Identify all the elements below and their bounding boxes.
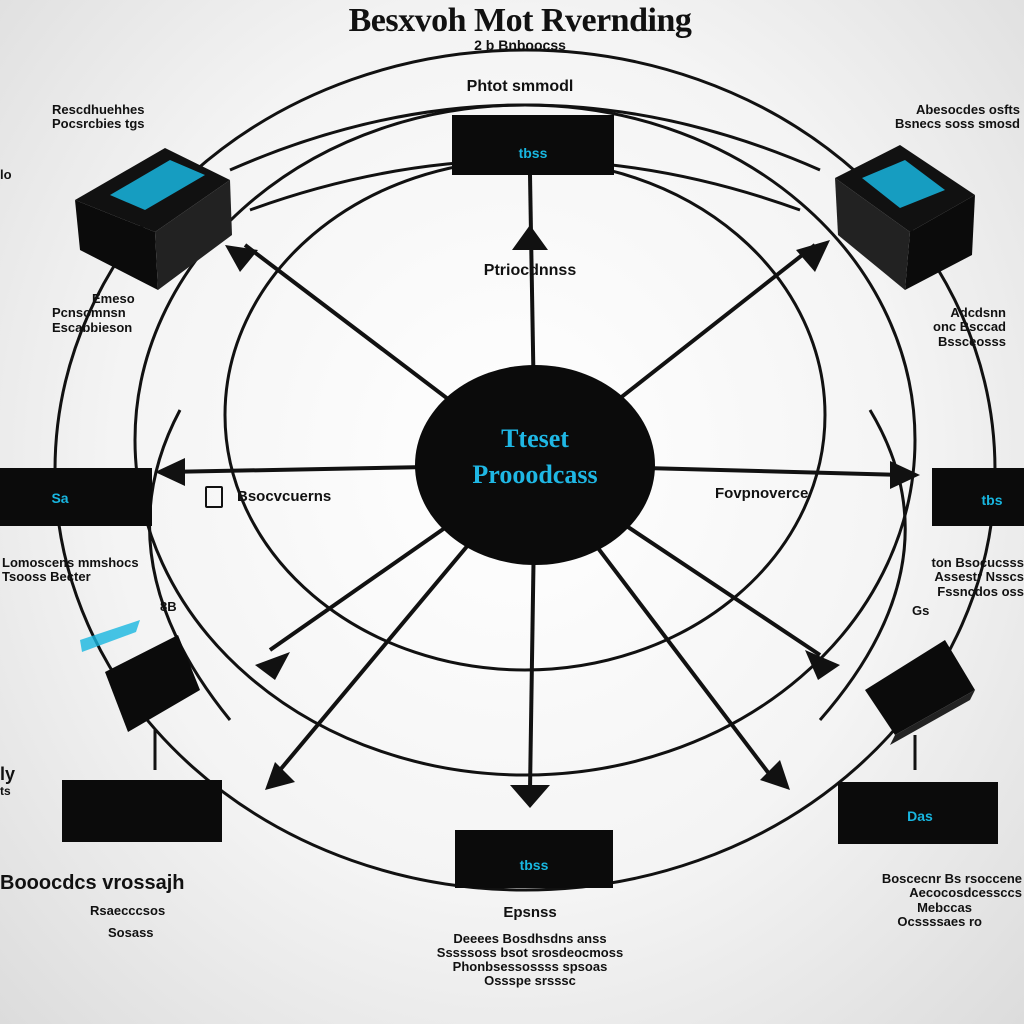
right-arc: [818, 409, 907, 721]
arrowhead-top-left: [225, 245, 258, 272]
arrowhead-bottom: [510, 785, 550, 808]
label-top-left: Rescdhuehhes Pocsrcbies tgs: [52, 102, 145, 132]
left-screen-box: [0, 468, 152, 526]
label-bottom-left-line-2: Rsaecccsos: [90, 903, 166, 918]
top-right-device: [835, 145, 975, 290]
diagram-title: Besxvoh Mot Rvernding: [348, 2, 692, 39]
arrowhead-lower-left: [255, 652, 290, 680]
arrowhead-lower-right: [805, 650, 840, 680]
hub-subtitle: Prooodcass: [472, 460, 598, 489]
subtitle-line-1: 2 b Bnboocss: [474, 37, 566, 53]
arrowhead-right: [890, 461, 920, 489]
label-bottom-left-line-3: Sosass: [108, 925, 154, 940]
label-upper-left: Emeso Pcnsomnsn Escabbieson: [52, 291, 135, 335]
label-left-small: 8B: [160, 599, 177, 614]
lower-left-laptop: [80, 620, 200, 770]
bottom-right-screen-text: Das: [907, 808, 933, 824]
label-bottom-right: Boscecnr Bs rsoccene Aecocosdcessccs Meb…: [881, 871, 1022, 929]
lower-right-laptop: [865, 640, 975, 770]
label-mid-right-small: Gs: [912, 603, 930, 618]
left-arrow-caption: Bsocvcuerns: [205, 486, 331, 508]
label-mid-right: ton Bsocucsss Assestr Nsscs Fssncdos oss: [931, 555, 1024, 599]
hub-title: Tteset: [501, 424, 569, 453]
label-bottom-left-title: Booocdcs vrossajh: [0, 872, 185, 894]
left-arc: [148, 409, 232, 721]
bottom-screen-text: tbss: [519, 857, 549, 873]
label-edge-left-top: lo: [0, 167, 12, 182]
left-screen-text: Sa: [51, 490, 69, 506]
top-center-caption: Ptriocdnnss: [483, 262, 577, 279]
label-bottom-center: Epsnss Deeees Bosdhsdns anss Sssssoss bs…: [436, 904, 624, 989]
central-hub: [415, 365, 655, 565]
bottom-right-box: [838, 782, 998, 844]
label-top-right: Abesocdes osfts Bsnecs soss smosd: [894, 102, 1020, 132]
right-arrow-caption: Fovpnoverce: [715, 485, 809, 502]
top-screen-text: tbss: [518, 145, 548, 161]
caption-icon: [205, 486, 223, 508]
bottom-screen-box: [455, 830, 613, 888]
label-mid-left: Lomoscens mmshocs Tsooss Becter: [2, 555, 139, 585]
top-left-device: [75, 148, 232, 290]
right-screen-box: [932, 468, 1024, 526]
top-screen-box: [452, 115, 614, 175]
subtitle-line-2: Phtot smmodl: [466, 78, 574, 95]
arrowhead-bottom-left: [265, 762, 295, 790]
arrowheads: [155, 225, 920, 808]
top-arc-1: [229, 103, 821, 172]
arrowhead-top: [512, 225, 548, 250]
right-screen-text: tbs: [981, 492, 1003, 508]
arrowhead-bottom-right: [760, 760, 790, 790]
label-upper-right: Adcdsnn onc Bsccad Bssceosss: [933, 305, 1006, 349]
arrowhead-top-right: [796, 240, 830, 272]
arrowhead-left: [155, 458, 185, 486]
bottom-left-box: [62, 780, 222, 842]
label-edge-left-bottom: ly ts: [0, 764, 16, 798]
